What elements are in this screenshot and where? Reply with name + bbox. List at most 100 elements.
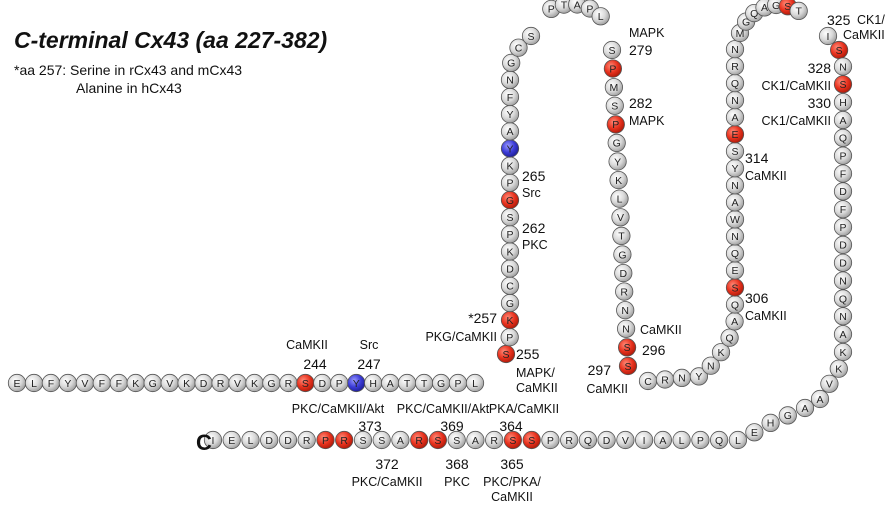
site-s257-kinase: PKG/CaMKII (425, 330, 497, 344)
residue-letter: S (836, 45, 843, 57)
residue: R (211, 373, 230, 393)
residue-bead (241, 430, 260, 450)
site-s262-kinase: PKC (522, 238, 548, 252)
residue-letter: P (547, 435, 554, 447)
residue-letter: A (731, 112, 738, 124)
residue-bead (711, 343, 731, 362)
residue-letter: S (506, 212, 513, 224)
phospho-residue: S (503, 430, 523, 450)
residue-bead (795, 398, 815, 418)
site-s373: PKC/CaMKII/Akt 373 (292, 402, 385, 434)
site-s314-number: 314 (745, 150, 769, 166)
residue: A (833, 110, 853, 130)
residue: N (672, 368, 692, 387)
residue-letter: A (839, 115, 846, 127)
residue-letter: V (81, 378, 88, 390)
residue-letter: P (506, 178, 513, 190)
residue-letter: G (784, 410, 792, 422)
residue: E (7, 373, 27, 393)
residue-letter: Q (731, 78, 739, 90)
residue-bead (833, 200, 853, 219)
residue: Y (725, 159, 745, 178)
residue: K (500, 156, 520, 175)
residue-bead (260, 430, 279, 450)
phospho-residue: K (500, 310, 520, 330)
residue: I (634, 430, 654, 450)
residue-bead (560, 430, 579, 450)
residue-bead (602, 40, 622, 60)
residue-letter: F (116, 378, 122, 390)
residue-letter: P (322, 435, 329, 447)
site-s257-number: *257 (468, 310, 497, 326)
residue: A (391, 430, 410, 450)
residue-letter: P (609, 63, 616, 75)
phospho-residue: S (829, 40, 849, 60)
residue-letter: V (826, 379, 833, 391)
residue-bead (604, 78, 624, 97)
residue-letter: L (598, 11, 604, 23)
site-s306-kinase: CaMKII (745, 309, 787, 323)
residue: V (160, 373, 179, 393)
residue-letter: F (48, 378, 54, 390)
residue-letter: D (603, 435, 611, 447)
residue-letter: P (839, 151, 846, 163)
residue-bead (833, 289, 853, 308)
residue-letter: G (613, 138, 621, 150)
residue-bead (778, 406, 797, 425)
site-s364-number: 364 (499, 418, 523, 434)
residue: L (241, 430, 260, 450)
site-s255-kinase-line1: MAPK/ (516, 366, 555, 380)
residue: D (313, 373, 332, 393)
phospho-residue: S (428, 430, 447, 450)
residue: P (691, 430, 710, 450)
site-s325-kinase-line1: CK1/ (857, 13, 885, 27)
residue: N (500, 70, 520, 90)
residue: W (725, 210, 745, 229)
residue-letter: K (132, 378, 139, 390)
residue: H (364, 373, 383, 393)
residue-bead (613, 245, 632, 264)
residue-bead (618, 356, 638, 376)
residue: P (500, 328, 519, 347)
residue: F (92, 373, 111, 393)
residue-bead (833, 146, 853, 165)
residue-letter: P (839, 222, 846, 234)
residue-letter: H (369, 378, 377, 390)
residue-bead (541, 430, 560, 450)
phospho-residue: S (496, 344, 516, 364)
residue: C (509, 38, 528, 57)
residue-letter: A (472, 435, 479, 447)
residue-bead (614, 263, 633, 283)
residue: R (655, 370, 675, 389)
residue-letter: S (839, 79, 846, 91)
site-s368-kinase: PKC (444, 475, 470, 489)
residue: R (279, 373, 298, 393)
residue: E (222, 430, 241, 450)
residue-bead (709, 430, 729, 450)
residue: Q (833, 128, 853, 147)
site-s330-kinase: CK1/CaMKII (762, 114, 831, 128)
phospho-residue: R (410, 430, 429, 450)
residue-bead (335, 430, 354, 450)
residue-bead (502, 53, 521, 73)
residue-letter: E (13, 378, 20, 390)
residue: Y (689, 367, 709, 386)
c-terminus-label: C (196, 430, 212, 455)
residue-letter: Q (839, 133, 847, 145)
species-note-line1: *aa 257: Serine in rCx43 and mCx43 (14, 62, 242, 78)
residue: D (194, 373, 213, 393)
residue-letter: G (507, 58, 515, 70)
residue-letter: I (643, 435, 646, 447)
residue-letter: C (515, 43, 523, 55)
residue-letter: A (731, 316, 738, 328)
residue-bead (465, 373, 485, 393)
residue: C (638, 371, 658, 391)
residue: V (75, 373, 95, 393)
residue-letter: R (731, 61, 739, 73)
residue-bead (612, 226, 631, 245)
site-s364-kinase: PKA/CaMKII (489, 402, 559, 416)
residue-letter: S (453, 435, 460, 447)
residue-bead (609, 171, 628, 190)
